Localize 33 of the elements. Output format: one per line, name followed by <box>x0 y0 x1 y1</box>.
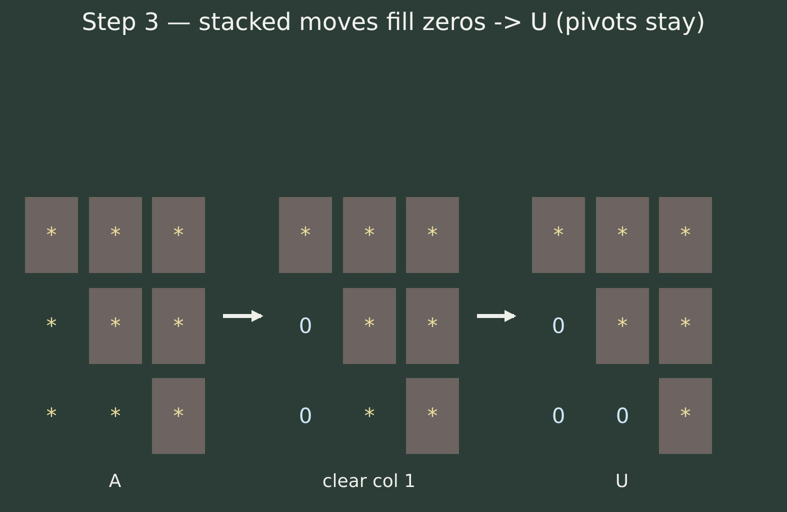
matrix-entry-box: * <box>406 197 459 273</box>
matrix-entry-box: * <box>279 197 332 273</box>
matrix-entry-box: * <box>25 197 78 273</box>
matrix-entry-box: * <box>89 197 142 273</box>
matrix-entry-box: * <box>596 197 649 273</box>
matrix-entry: 0 <box>532 378 585 454</box>
matrix-entry-box: * <box>343 197 396 273</box>
arrow <box>477 310 516 322</box>
matrix-entry-box: * <box>343 288 396 364</box>
matrix-entry: * <box>25 288 78 364</box>
matrix-entry: * <box>343 378 396 454</box>
matrix-entry-box: * <box>659 197 712 273</box>
matrix-entry-box: * <box>406 288 459 364</box>
diagram-title: Step 3 — stacked moves fill zeros -> U (pivots stay) <box>80 8 706 36</box>
matrix-entry-box: * <box>659 288 712 364</box>
matrix-caption: U <box>614 471 630 492</box>
matrix-entry-box: * <box>406 378 459 454</box>
matrix-entry-box: * <box>596 288 649 364</box>
matrix-caption: clear col 1 <box>321 471 417 492</box>
arrow <box>223 310 264 322</box>
matrix-entry: 0 <box>279 378 332 454</box>
matrix-entry-box: * <box>152 378 205 454</box>
matrix-entry-box: * <box>152 197 205 273</box>
matrix-entry: 0 <box>596 378 649 454</box>
matrix-entry-box: * <box>152 288 205 364</box>
matrix-entry: 0 <box>532 288 585 364</box>
matrix-entry-box: * <box>89 288 142 364</box>
matrix-entry-box: * <box>659 378 712 454</box>
matrix-entry: * <box>25 378 78 454</box>
matrix-entry: 0 <box>279 288 332 364</box>
matrix-entry: * <box>89 378 142 454</box>
matrix-entry-box: * <box>532 197 585 273</box>
matrix-caption: A <box>108 471 122 492</box>
